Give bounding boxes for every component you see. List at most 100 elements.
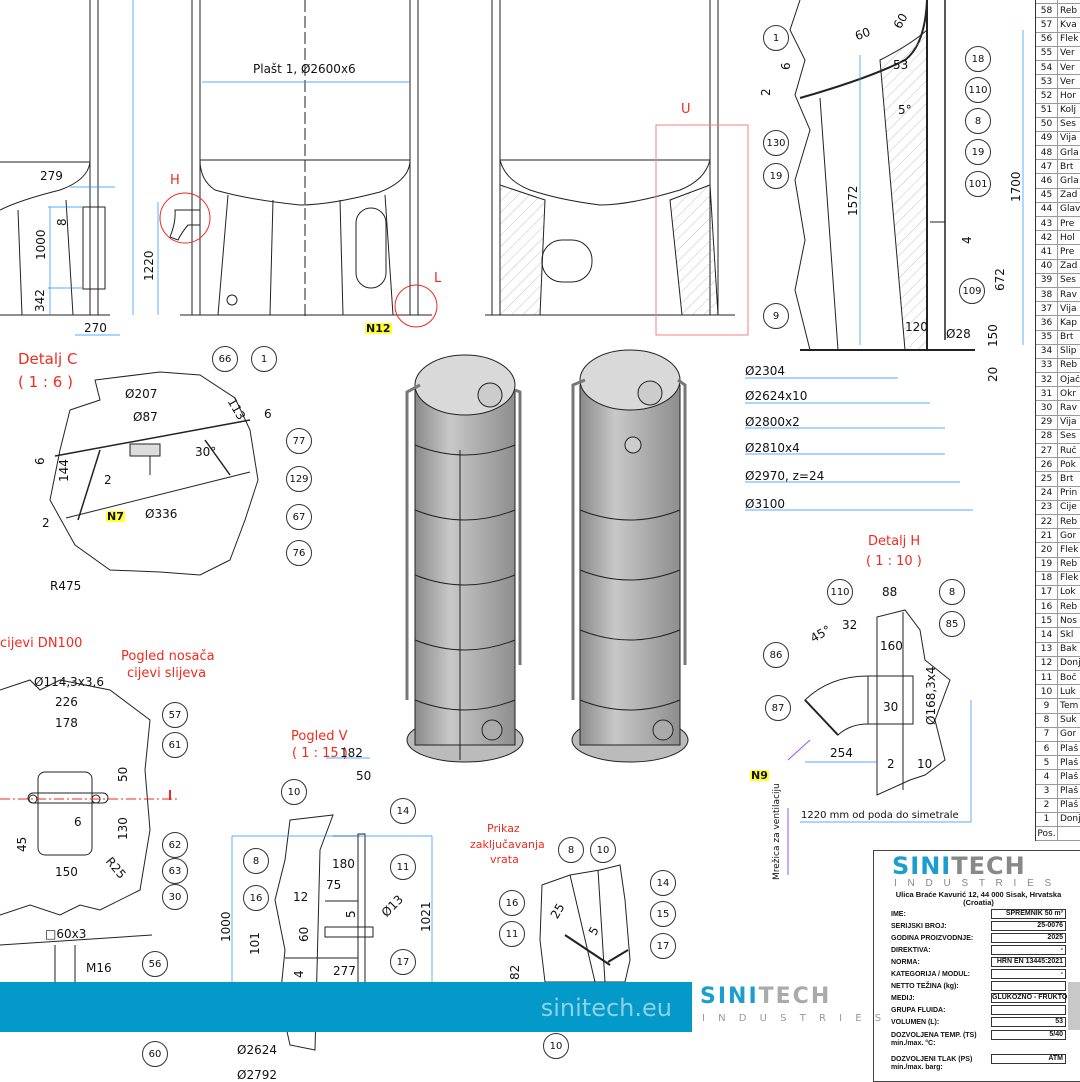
position-balloon: 11: [499, 921, 525, 947]
nozzle-tag: N7: [106, 510, 125, 523]
dim-label: Ø87: [133, 410, 158, 424]
website-banner[interactable]: sinitech.eu: [0, 982, 692, 1032]
part-position: 51: [1036, 103, 1058, 117]
banner-logo: SINITECH: [700, 986, 831, 1008]
field-label: IME:: [891, 911, 906, 918]
detail-title: Detalj C: [18, 350, 78, 368]
part-position: 32: [1036, 373, 1058, 387]
note-label: Mrežica za ventilaciju: [772, 783, 782, 880]
dim-label: 5°: [898, 103, 912, 117]
field-value: [991, 1005, 1066, 1015]
field-label: SERIJSKI BROJ:: [891, 923, 947, 930]
part-name: Bak: [1060, 644, 1077, 655]
part-position: 10: [1036, 685, 1058, 699]
position-balloon: 10: [590, 837, 616, 863]
part-name: Okr: [1060, 388, 1076, 399]
field-label: GRUPA FLUIDA:: [891, 1007, 946, 1014]
position-balloon: 85: [939, 611, 965, 637]
title-block-field: NORMA:HRN EN 13445:2021: [891, 957, 1071, 967]
field-label: DIREKTIVA:: [891, 947, 931, 954]
position-balloon: 101: [965, 171, 991, 197]
dim-label: Ø3100: [745, 497, 785, 511]
part-name: Prin: [1060, 488, 1078, 499]
field-value: 5/40: [991, 1030, 1066, 1040]
dim-label: 1220: [142, 250, 156, 281]
part-name: Pok: [1060, 459, 1076, 470]
dim-label: Ø2800x2: [745, 415, 800, 429]
dim-label: Ø2810x4: [745, 441, 800, 455]
detail-title: Detalj H: [868, 534, 921, 549]
nozzle-tag: N12: [365, 322, 392, 335]
field-label: MEDIJ:: [891, 995, 915, 1002]
dim-label: Ø2624: [237, 1043, 277, 1057]
logo-part: TECH: [951, 852, 1026, 880]
part-name: Plaš: [1060, 771, 1079, 782]
part-name: Zav: [1058, 0, 1077, 2]
part-position: 11: [1036, 671, 1058, 685]
part-position: 43: [1036, 217, 1058, 231]
dim-label: 30: [883, 700, 899, 714]
logo-subtitle: I N D U S T R I E S: [894, 878, 1056, 889]
dim-label: Ø2304: [745, 364, 785, 378]
dim-label: 279: [40, 169, 63, 183]
part-position: 37: [1036, 302, 1058, 316]
dim-label: 150: [986, 324, 1000, 347]
part-name: Zad: [1060, 261, 1078, 272]
dim-label: Ø168,3x4: [924, 666, 938, 725]
title-block-field: IME: SPREMNIK 50 m³: [891, 909, 1071, 919]
part-name: Cije: [1060, 502, 1077, 513]
dim-label: Ø28: [946, 327, 971, 341]
part-name: Slip: [1060, 346, 1077, 357]
part-name: Ver: [1060, 76, 1075, 87]
position-balloon: 10: [543, 1033, 569, 1059]
part-name: Kva: [1060, 19, 1077, 30]
position-balloon: 62: [162, 832, 188, 858]
field-value: SPREMNIK 50 m³: [991, 909, 1066, 919]
note-label: 1220 mm od poda do simetrale: [801, 810, 959, 821]
logo-part: SINI: [700, 984, 759, 1009]
part-position: 54: [1036, 60, 1058, 75]
dim-label: 1000: [34, 229, 48, 260]
title-block-field: DOZVOLJENI TLAK (PS) min./max. barg:ATM: [891, 1054, 1071, 1071]
parts-list-row: 59Zav: [1036, 0, 1080, 5]
dim-label: 6: [264, 407, 272, 421]
dim-label: 144: [57, 459, 71, 482]
field-value: [991, 981, 1066, 991]
dim-label: 226: [55, 695, 78, 709]
part-position: 20: [1036, 543, 1058, 557]
dim-label: 2: [887, 757, 895, 771]
parts-list-rows: 59Zav58Reb57Kva56Flek55Ver54Ver53Ver52Ho…: [1036, 0, 1080, 828]
dim-label: 1572: [846, 185, 860, 216]
title-block-field: VOLUMEN (L):53: [891, 1017, 1071, 1027]
field-label: NORMA:: [891, 959, 920, 966]
field-label: GODINA PROIZVODNJE:: [891, 935, 974, 942]
dim-label: 5: [344, 910, 358, 918]
part-position: 58: [1036, 4, 1058, 18]
position-balloon: 110: [965, 77, 991, 103]
dim-label: 342: [33, 289, 47, 312]
detail-c: [49, 371, 259, 576]
view-title: Prikaz: [487, 822, 520, 835]
parts-list-header-pos: Pos.: [1036, 827, 1058, 841]
website-url[interactable]: sinitech.eu: [540, 994, 672, 1022]
dim-label: 20: [986, 366, 1000, 382]
part-position: 45: [1036, 188, 1058, 202]
part-position: 31: [1036, 387, 1058, 401]
part-name: Brt: [1060, 161, 1074, 172]
title-block-field: DIREKTIVA:-: [891, 945, 1071, 955]
